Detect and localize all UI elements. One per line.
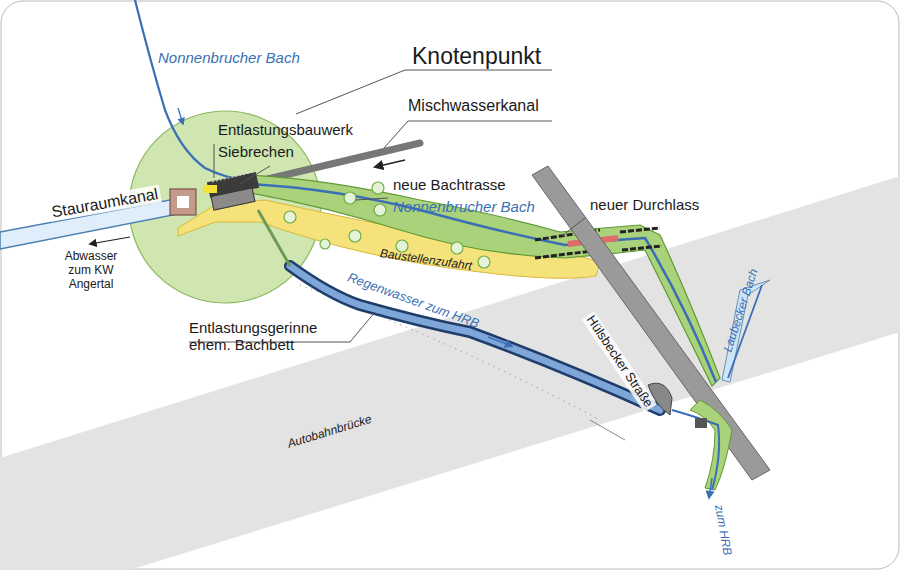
map-label: Baustellenzufahrt bbox=[379, 247, 473, 274]
map-label: Abwasser zum KW Angertal bbox=[60, 250, 122, 291]
map-label: Knotenpunkt bbox=[412, 43, 541, 69]
map-label: Entlastungsgerinne ehem. Bachbett bbox=[189, 319, 359, 354]
map-label: Hülsbecker Straße bbox=[582, 311, 657, 412]
map-label: Stauraumkanal bbox=[48, 185, 161, 222]
map-label: Regenwasser zum HRB bbox=[345, 270, 480, 331]
map-label: Autobahnbrücke bbox=[286, 413, 374, 452]
map-label: neuer Durchlass bbox=[590, 196, 699, 213]
map-label: Mischwasserkanal bbox=[408, 97, 539, 115]
map-label: neue Bachtrasse bbox=[393, 176, 506, 193]
map-label: Siebrechen bbox=[218, 143, 294, 160]
map-label: Laubecker Bach bbox=[721, 267, 761, 354]
map-label: Entlastungsbauwerk bbox=[218, 121, 353, 138]
map-label: Nonnenbrucher Bach bbox=[393, 198, 535, 215]
map-label: Nonnenbrucher Bach bbox=[158, 49, 300, 66]
map-label: zum HRB bbox=[711, 504, 734, 557]
